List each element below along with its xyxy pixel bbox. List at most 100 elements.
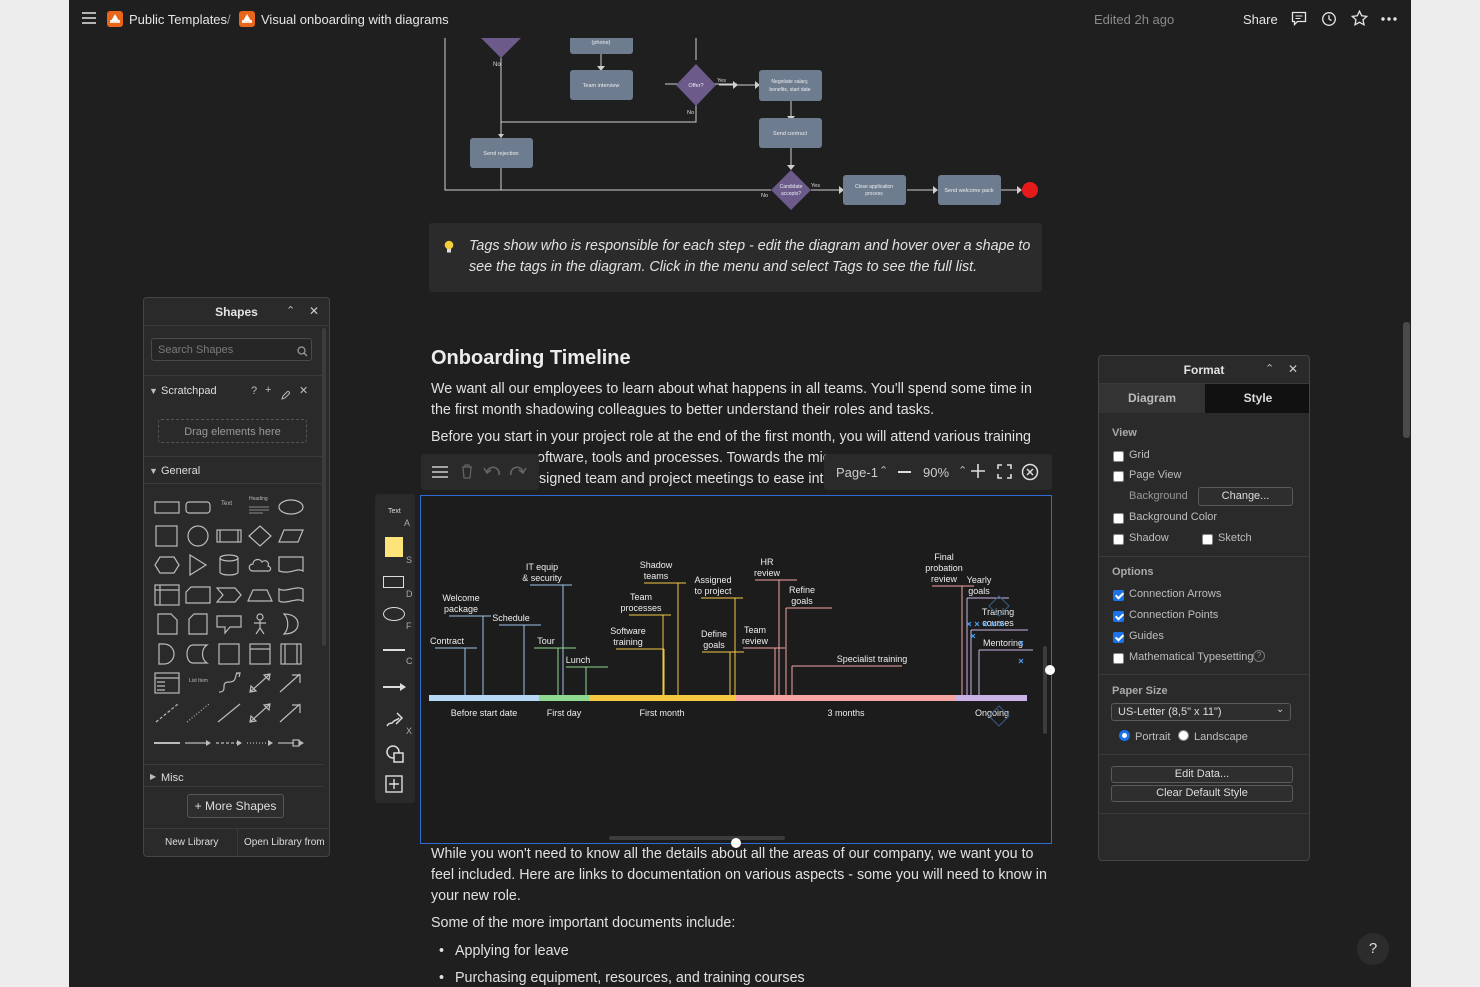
zoom-chevron-up-icon[interactable]: ⌃	[958, 465, 968, 477]
zoom-out-icon[interactable]	[898, 471, 911, 473]
text-shape[interactable]: Text	[216, 496, 242, 518]
line-tool[interactable]	[383, 649, 405, 651]
internal-shape[interactable]	[154, 584, 180, 606]
trap-shape[interactable]	[247, 584, 273, 606]
line-shape[interactable]	[216, 702, 242, 724]
scratchpad-add-icon[interactable]: +	[265, 384, 272, 396]
more-options-icon[interactable]	[1381, 11, 1397, 31]
insert-plus-icon[interactable]	[385, 775, 403, 798]
zoom-level[interactable]: 90%	[923, 465, 950, 480]
close-icon[interactable]: ✕	[309, 304, 320, 318]
textbox-shape[interactable]: Heading	[247, 496, 273, 518]
more-shapes-button[interactable]: + More Shapes	[187, 794, 284, 818]
paper-size-select[interactable]: US-Letter (8,5" x 11") ⌄	[1111, 703, 1291, 721]
l4-shape[interactable]	[247, 732, 273, 754]
shapes-tool-icon[interactable]	[385, 744, 405, 769]
resize-handle-bottom[interactable]	[731, 838, 741, 848]
sticky-note-tool[interactable]	[385, 537, 403, 557]
history-clock-icon[interactable]	[1321, 11, 1337, 31]
scratchpad-dropzone[interactable]: Drag elements here	[158, 419, 307, 443]
background-color-checkbox[interactable]	[1113, 513, 1124, 524]
scratchpad-label[interactable]: Scratchpad	[161, 385, 217, 397]
or-shape[interactable]	[278, 613, 304, 635]
arrow-tool[interactable]	[383, 679, 407, 697]
hex-shape[interactable]	[154, 554, 180, 576]
delay-shape[interactable]	[185, 643, 211, 665]
rect-shape[interactable]	[154, 496, 180, 518]
general-label[interactable]: General	[161, 465, 201, 477]
tab-diagram[interactable]: Diagram	[1099, 384, 1205, 413]
redo-icon[interactable]	[509, 465, 527, 483]
sq2-shape[interactable]	[216, 643, 242, 665]
rectangle-tool[interactable]	[383, 576, 404, 588]
horizontal-scrollbar[interactable]	[609, 836, 785, 840]
menu-icon[interactable]	[432, 465, 448, 484]
comments-icon[interactable]	[1291, 11, 1307, 30]
favorite-star-icon[interactable]	[1350, 9, 1369, 31]
scratchpad-close-icon[interactable]: ✕	[299, 385, 309, 397]
para-shape[interactable]	[278, 525, 304, 547]
list-item-shape[interactable]: List Item	[185, 672, 211, 694]
text-tool-label[interactable]: Text	[388, 508, 401, 515]
delete-icon[interactable]	[461, 464, 473, 484]
misc-label[interactable]: Misc	[161, 772, 184, 784]
page-title[interactable]: Visual onboarding with diagrams	[261, 12, 449, 27]
note-shape[interactable]	[154, 613, 180, 635]
freehand-tool-icon[interactable]	[385, 709, 405, 734]
breadcrumb-workspace[interactable]: Public Templates	[129, 12, 228, 27]
step-shape[interactable]	[215, 584, 242, 606]
page-scrollbar[interactable]	[1403, 322, 1410, 438]
fullscreen-icon[interactable]	[997, 464, 1012, 484]
search-shapes-input[interactable]: Search Shapes	[151, 338, 312, 361]
tri-shape[interactable]	[185, 553, 211, 577]
math-typesetting-checkbox[interactable]	[1113, 653, 1124, 664]
hamburger-menu-icon[interactable]	[82, 11, 96, 29]
page-chevron-up-icon[interactable]: ⌃	[879, 465, 889, 477]
diamond-shape[interactable]	[247, 525, 273, 547]
scratchpad-edit-icon[interactable]	[281, 387, 291, 405]
new-library-button[interactable]: New Library	[165, 837, 219, 848]
share-button[interactable]: Share	[1243, 12, 1278, 27]
arrow-shape[interactable]	[278, 672, 304, 694]
callout-shape[interactable]	[216, 613, 242, 635]
ellipse-tool[interactable]	[383, 607, 405, 621]
page-selector[interactable]: Page-1	[836, 465, 878, 480]
sketch-checkbox[interactable]	[1202, 534, 1213, 545]
grid2-shape[interactable]	[278, 643, 304, 665]
help-icon[interactable]: ?	[1253, 650, 1265, 662]
vertical-scrollbar[interactable]	[1043, 646, 1047, 734]
portrait-radio[interactable]	[1119, 730, 1130, 741]
doc-shape[interactable]	[278, 554, 304, 576]
biarrow-shape[interactable]	[247, 672, 273, 694]
cyl-shape[interactable]	[216, 554, 242, 576]
edit-data-button[interactable]: Edit Data...	[1111, 766, 1293, 783]
close-icon[interactable]: ✕	[1288, 362, 1299, 376]
curve-shape[interactable]	[216, 672, 242, 694]
grid-checkbox[interactable]	[1113, 451, 1124, 462]
connection-arrows-checkbox[interactable]	[1113, 590, 1124, 601]
landscape-radio[interactable]	[1178, 730, 1189, 741]
search-icon[interactable]	[297, 344, 308, 362]
ellipse-shape[interactable]	[278, 496, 304, 518]
and-shape[interactable]	[154, 643, 180, 665]
tape-shape[interactable]	[278, 584, 304, 606]
circle-shape[interactable]	[185, 525, 211, 547]
change-background-button[interactable]: Change...	[1198, 487, 1293, 506]
l1-shape[interactable]	[154, 732, 180, 754]
grid-shape[interactable]	[247, 643, 273, 665]
scratchpad-help-icon[interactable]: ?	[251, 385, 258, 397]
actor-shape[interactable]	[247, 613, 273, 635]
card-shape[interactable]	[185, 584, 211, 606]
process-shape[interactable]	[216, 525, 242, 547]
rrect-shape[interactable]	[185, 496, 211, 518]
shapes-scrollbar[interactable]	[322, 328, 326, 646]
help-button[interactable]: ?	[1357, 933, 1389, 965]
arrow-shape[interactable]	[278, 702, 304, 724]
l3-shape[interactable]	[216, 732, 242, 754]
dot-shape[interactable]	[185, 702, 211, 724]
page-view-checkbox[interactable]	[1113, 471, 1124, 482]
connection-points-checkbox[interactable]	[1113, 611, 1124, 622]
